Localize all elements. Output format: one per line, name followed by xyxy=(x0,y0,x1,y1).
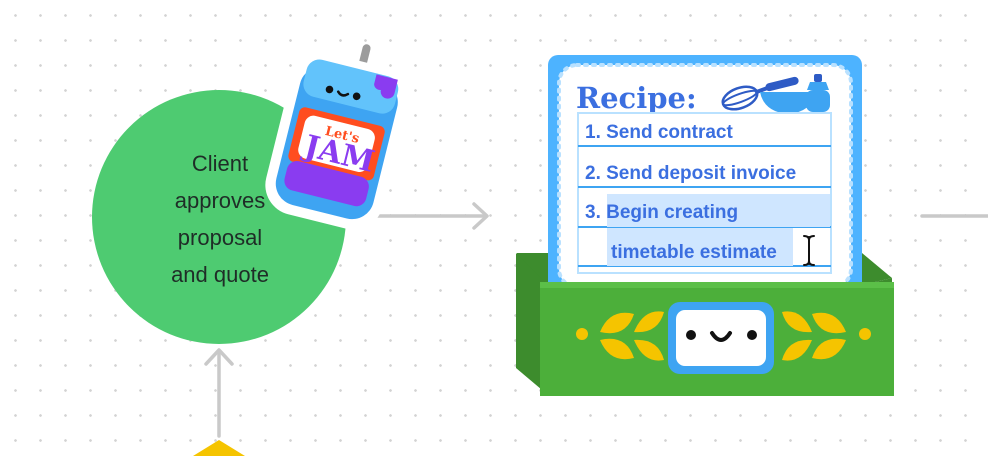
recipe-card[interactable]: Recipe: 1. Send contract 2. Send deposit… xyxy=(548,55,862,293)
recipe-title: Recipe: xyxy=(576,81,697,115)
text-selection-highlight-2 xyxy=(607,228,793,266)
recipe-item-2[interactable]: 2. Send deposit invoice xyxy=(585,163,796,184)
text-selection-highlight xyxy=(607,194,830,227)
bottom-shape-partial[interactable] xyxy=(193,440,245,456)
recipe-item-3-continued[interactable]: timetable estimate xyxy=(611,242,777,263)
client-approves-node-label: Client approves proposal and quote xyxy=(130,145,310,293)
left-leaf-decoration xyxy=(576,311,664,361)
salt-shaker-icon xyxy=(806,74,830,112)
smiley-face-icon xyxy=(668,302,774,374)
right-leaf-decoration xyxy=(782,311,871,361)
node-label-line-1: Client xyxy=(191,151,249,176)
recipe-item-3[interactable]: 3. Begin creating xyxy=(585,202,738,223)
recipe-box[interactable] xyxy=(516,253,894,396)
recipe-box-back-right xyxy=(862,253,892,285)
text-cursor-icon xyxy=(803,235,815,266)
node-label-line-2: approves xyxy=(174,188,266,213)
jam-jar-icon: Let's JAM xyxy=(265,44,410,230)
connector-bottom-to-circle[interactable] xyxy=(204,348,234,438)
recipe-item-1[interactable]: 1. Send contract xyxy=(585,122,733,143)
node-label-line-4: and quote xyxy=(171,262,269,287)
mixing-bowl-icon xyxy=(760,76,816,114)
node-label-line-3: proposal xyxy=(177,225,263,250)
